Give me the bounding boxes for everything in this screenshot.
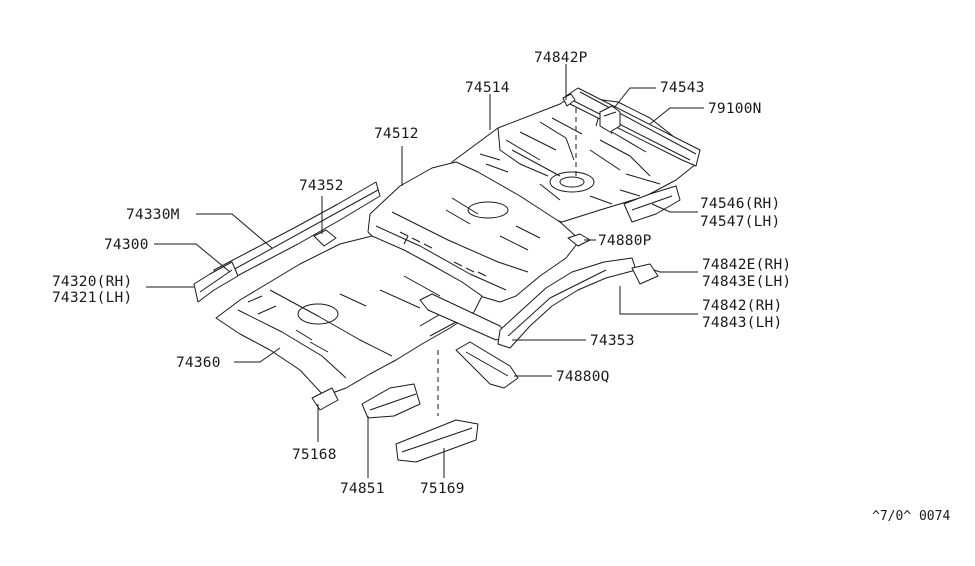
label-74321-lh: 74321(LH): [52, 290, 132, 306]
leader-lines: [146, 64, 704, 478]
diagram-reference-code: ^7/0^ 0074: [872, 509, 950, 524]
label-74880Q: 74880Q: [556, 369, 610, 385]
label-74514: 74514: [465, 80, 510, 96]
bracket-75168: [311, 387, 339, 411]
outer-sill-bracket: [193, 261, 239, 303]
bracket-74851: [361, 383, 421, 419]
rear-side-member: [497, 257, 637, 349]
label-74843E-lh: 74843E(LH): [702, 274, 791, 290]
front-side-member: [455, 341, 519, 389]
label-74842P: 74842P: [534, 50, 588, 66]
label-74360: 74360: [176, 355, 221, 371]
front-floor-panel: [215, 235, 483, 397]
label-74352: 74352: [299, 178, 344, 194]
label-74880P: 74880P: [598, 233, 652, 249]
side-sill-rail: [213, 181, 381, 287]
label-74842E-rh: 74842E(RH): [702, 257, 791, 273]
label-74842-rh: 74842(RH): [702, 298, 782, 314]
label-74330M: 74330M: [126, 207, 180, 223]
label-74320-rh: 74320(RH): [52, 274, 132, 290]
label-74547-lh: 74547(LH): [700, 214, 780, 230]
side-member-extension: [631, 263, 659, 285]
bracket-74543: [599, 105, 621, 133]
label-74546-rh: 74546(RH): [700, 196, 780, 212]
label-74512: 74512: [374, 126, 419, 142]
label-74843-lh: 74843(LH): [702, 315, 782, 331]
label-79100N: 79100N: [708, 101, 762, 117]
label-74543: 74543: [660, 80, 705, 96]
label-74353: 74353: [590, 333, 635, 349]
label-75168: 75168: [292, 447, 337, 463]
member-75169: [395, 419, 479, 463]
label-74851: 74851: [340, 481, 385, 497]
label-75169: 75169: [420, 481, 465, 497]
label-74300: 74300: [104, 237, 149, 253]
